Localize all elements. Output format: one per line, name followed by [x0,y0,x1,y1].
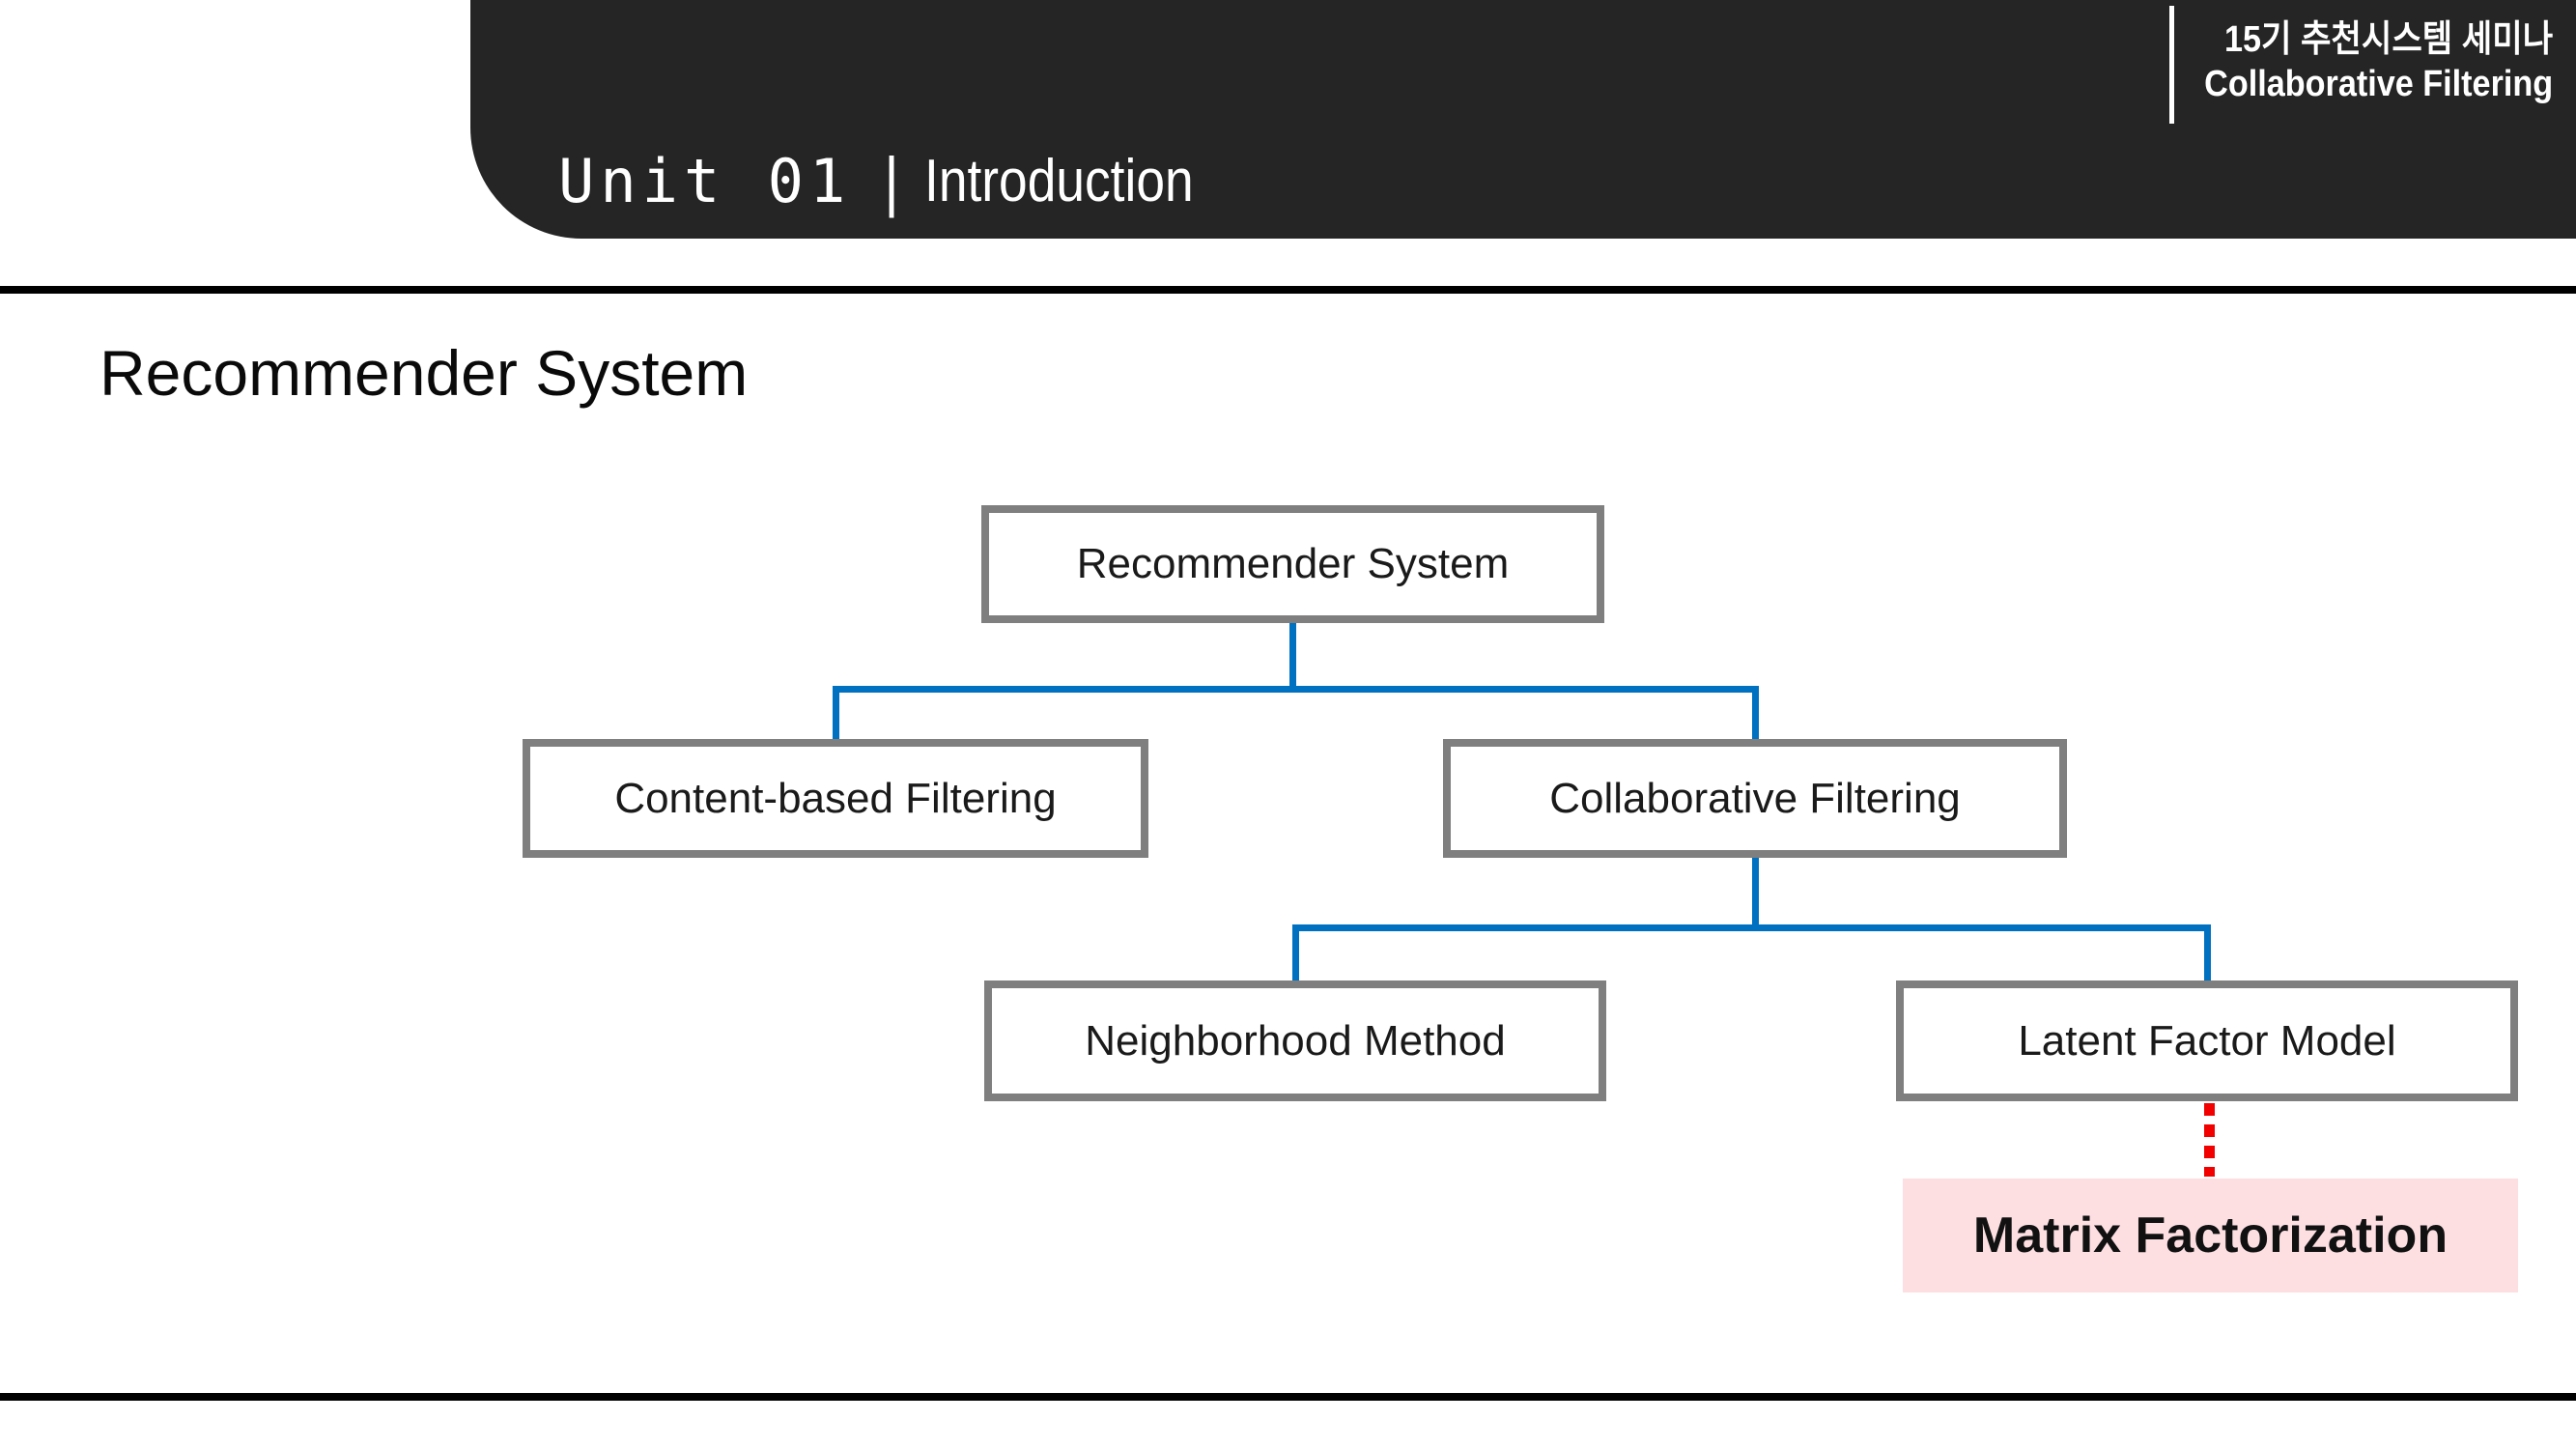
node-content-based-filtering-label: Content-based Filtering [614,774,1057,822]
connector-drop-content-based [833,686,839,742]
top-rule [0,286,2576,294]
page-title: Recommender System [99,337,749,409]
node-collaborative-filtering-label: Collaborative Filtering [1549,774,1961,822]
node-matrix-factorization-label: Matrix Factorization [1972,1208,2449,1264]
node-neighborhood-method: Neighborhood Method [984,980,1606,1101]
connector-collaborative-stem [1752,856,1759,929]
seminar-badge-line1: 15기 추천시스템 세미나 [2223,19,2553,60]
connector-drop-neighborhood [1292,924,1299,983]
node-collaborative-filtering: Collaborative Filtering [1443,739,2067,858]
node-recommender-system-label: Recommender System [1076,540,1510,587]
connector-level2-bar [1292,924,2211,931]
unit-label: Unit 01 [558,145,852,216]
connector-drop-collaborative [1752,686,1759,742]
seminar-badge: 15기 추천시스템 세미나 Collaborative Filtering [2166,17,2553,106]
connector-level1-bar [833,686,1759,693]
node-matrix-factorization-highlight: Matrix Factorization [1903,1179,2518,1293]
node-neighborhood-method-label: Neighborhood Method [1085,1016,1506,1065]
section-title: Introduction [923,147,1194,214]
node-recommender-system: Recommender System [981,505,1604,623]
node-latent-factor-model: Latent Factor Model [1896,980,2518,1101]
node-latent-factor-model-label: Latent Factor Model [2018,1016,2396,1065]
seminar-badge-line2: Collaborative Filtering [2203,64,2553,104]
header-title: Unit 01 | Introduction [558,143,1237,217]
header-pipe-separator: | [884,143,899,218]
node-content-based-filtering: Content-based Filtering [523,739,1148,858]
bottom-rule [0,1393,2576,1401]
header-bar: Unit 01 | Introduction 15기 추천시스템 세미나 Col… [470,0,2576,239]
connector-dotted-latent-to-matrix [2204,1103,2215,1177]
badge-divider-line [2169,6,2174,124]
connector-root-stem [1289,623,1296,690]
connector-drop-latent [2204,924,2211,983]
